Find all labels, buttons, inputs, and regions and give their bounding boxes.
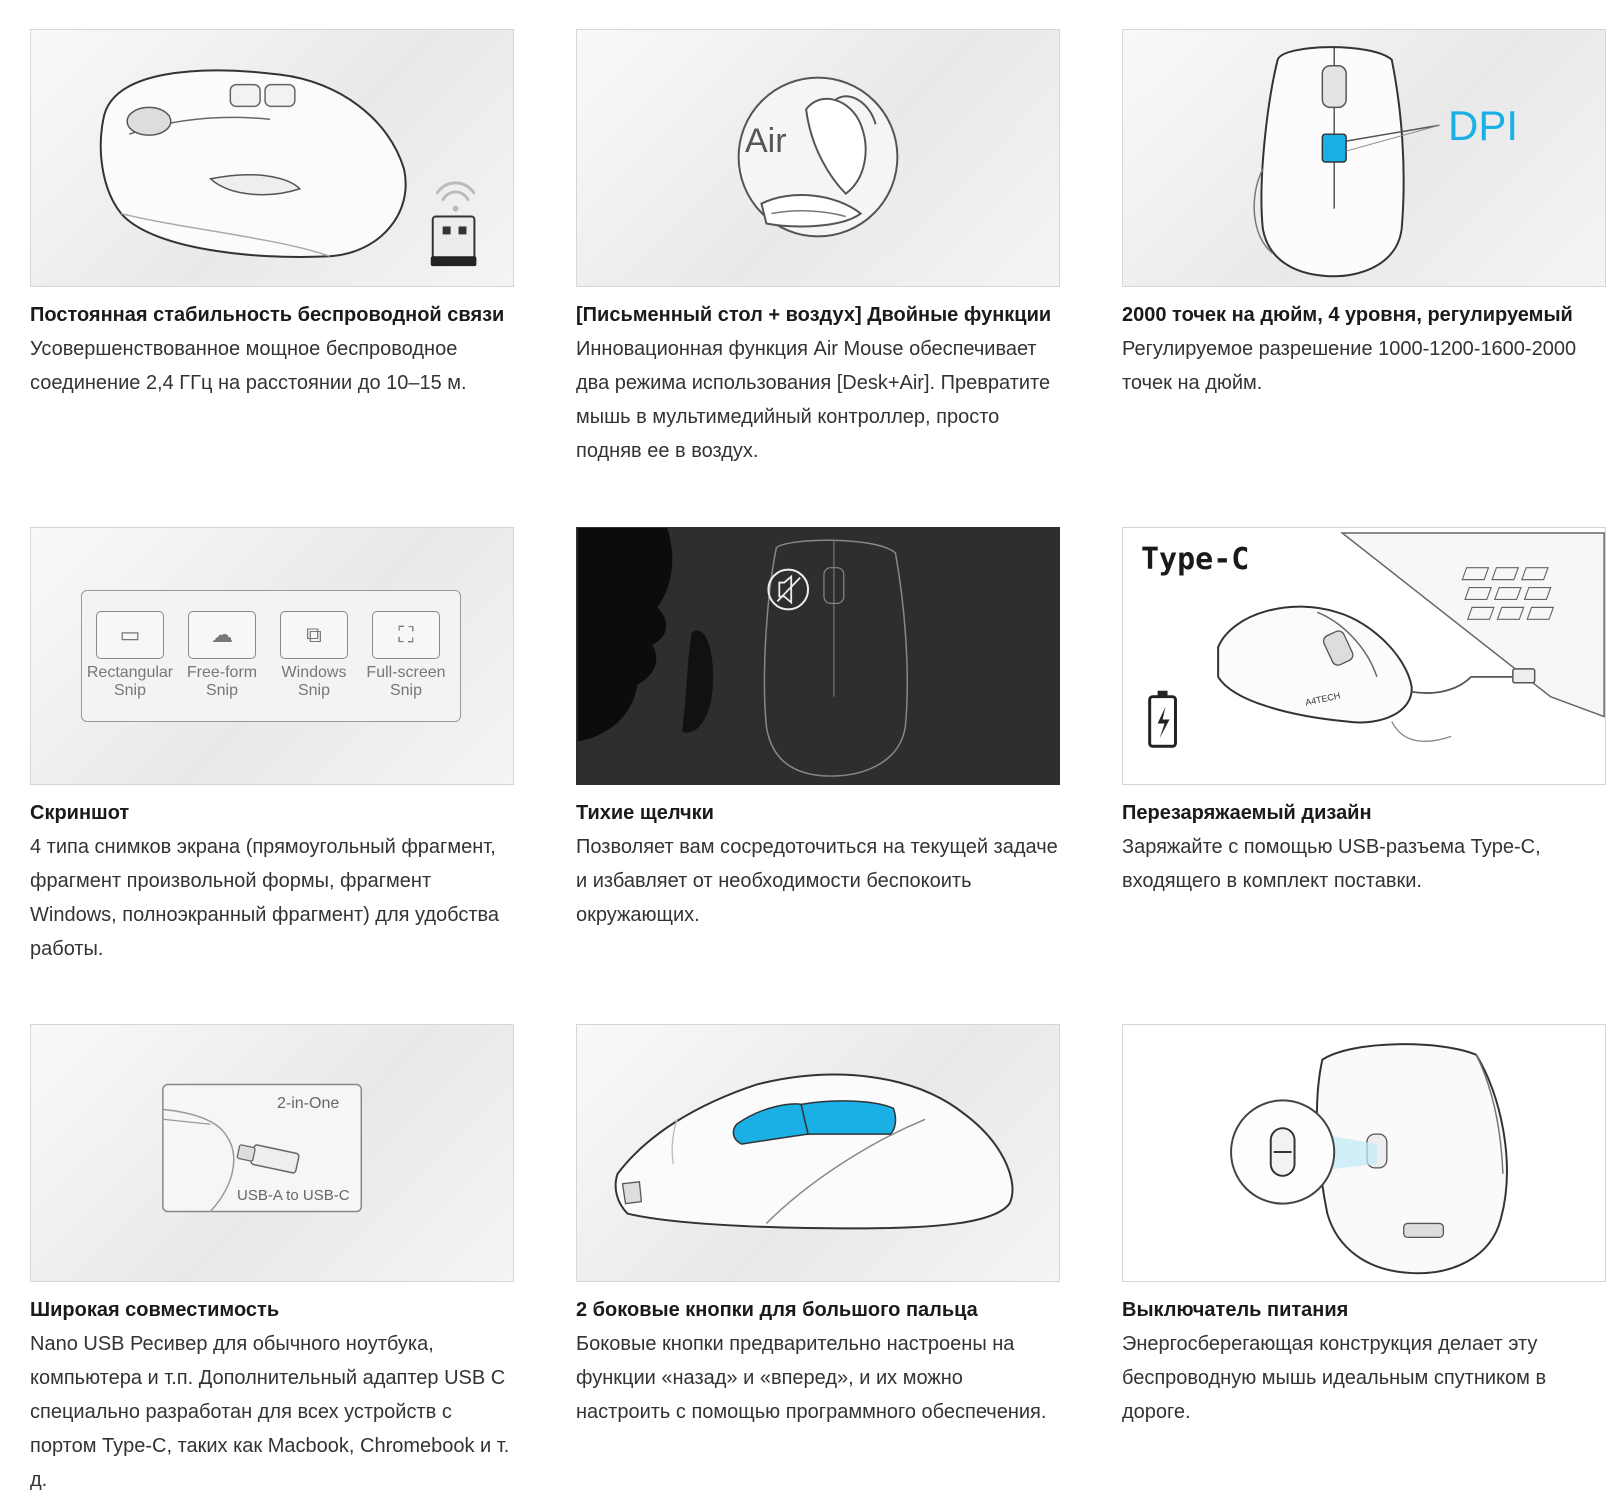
feature-card-power-switch: Выключатель питания Энергосберегающая ко… xyxy=(1122,1024,1606,1429)
two-in-one-label: 2-in-One xyxy=(277,1095,340,1112)
feature-title: Выключатель питания xyxy=(1122,1299,1349,1321)
freeform-snip-icon: ☁ xyxy=(188,611,256,659)
feature-title: Широкая совместимость xyxy=(30,1299,280,1321)
feature-card-side-buttons: 2 боковые кнопки для большого пальца Бок… xyxy=(576,1024,1060,1429)
air-mouse-image: Air xyxy=(576,29,1060,287)
mouse-bottom-illustration xyxy=(1230,1043,1508,1275)
usb-a-to-usb-c-label: USB-A to USB-C xyxy=(237,1187,350,1204)
side-buttons-image xyxy=(576,1024,1060,1282)
feature-description: Заряжайте с помощью USB-разъема Type-C, … xyxy=(1122,836,1541,892)
feature-description: Инновационная функция Air Mouse обеспечи… xyxy=(576,338,1051,462)
feature-card-silent-clicks: Тихие щелчки Позволяет вам сосредоточить… xyxy=(576,527,1060,932)
feature-card-rechargeable: Type-C A4TECH Перезаряжаемый дизайн Заря… xyxy=(1122,527,1606,898)
rechargeable-image: Type-C A4TECH xyxy=(1122,527,1606,785)
feature-description: Регулируемое разрешение 1000-1200-1600-2… xyxy=(1122,338,1577,394)
laptop-charging-illustration xyxy=(1148,532,1605,748)
dpi-image: DPI xyxy=(1122,29,1606,287)
mouse-side-buttons-illustration xyxy=(614,1073,1014,1230)
feature-description: 4 типа снимков экрана (прямоугольный фра… xyxy=(30,836,500,960)
feature-description: Энергосберегающая конструкция делает эту… xyxy=(1122,1333,1547,1423)
power-switch-image xyxy=(1122,1024,1606,1282)
feature-description: Боковые кнопки предварительно настроены … xyxy=(576,1333,1047,1423)
silent-clicks-image xyxy=(576,527,1060,785)
dpi-label: DPI xyxy=(1448,102,1519,149)
rectangle-snip-icon: ▭ xyxy=(96,611,164,659)
feature-title: Перезаряжаемый дизайн xyxy=(1122,802,1372,824)
usb-receiver-icon xyxy=(430,181,477,267)
fullscreen-snip-icon: ⛶ xyxy=(372,611,440,659)
feature-description: Позволяет вам сосредоточиться на текущей… xyxy=(576,836,1058,926)
feature-card-dpi: DPI 2000 точек на дюйм, 4 уровня, регули… xyxy=(1122,29,1606,400)
window-snip-icon: ⧉ xyxy=(280,611,348,659)
feature-title: [Письменный стол + воздух] Двойные функц… xyxy=(576,304,1052,326)
wireless-image xyxy=(30,29,514,287)
hand-air-illustration xyxy=(737,76,899,238)
feature-card-compatibility: 2-in-One USB-A to USB-C Широкая совмести… xyxy=(30,1024,514,1497)
type-c-label: Type-C xyxy=(1141,542,1250,577)
feature-card-wireless: Постоянная стабильность беспроводной свя… xyxy=(30,29,514,400)
mouse-side-illustration xyxy=(99,69,407,258)
feature-description: Усовершенствованное мощное беспроводное … xyxy=(30,338,467,394)
feature-card-air-mouse: Air [Письменный стол + воздух] Двойные ф… xyxy=(576,29,1060,468)
silent-mouse-illustration xyxy=(577,528,909,777)
feature-title: Скриншот xyxy=(30,802,130,824)
feature-title: Тихие щелчки xyxy=(576,802,714,824)
adapter-illustration xyxy=(162,1083,363,1213)
feature-description: Nano USB Ресивер для обычного ноутбука, … xyxy=(30,1333,510,1491)
feature-title: 2 боковые кнопки для большого пальца xyxy=(576,1299,978,1321)
air-label: Air xyxy=(745,122,787,160)
feature-title: 2000 точек на дюйм, 4 уровня, регулируем… xyxy=(1122,304,1573,326)
compatibility-image: 2-in-One USB-A to USB-C xyxy=(30,1024,514,1282)
mouse-top-illustration xyxy=(1253,46,1440,278)
feature-title: Постоянная стабильность беспроводной свя… xyxy=(30,304,505,326)
